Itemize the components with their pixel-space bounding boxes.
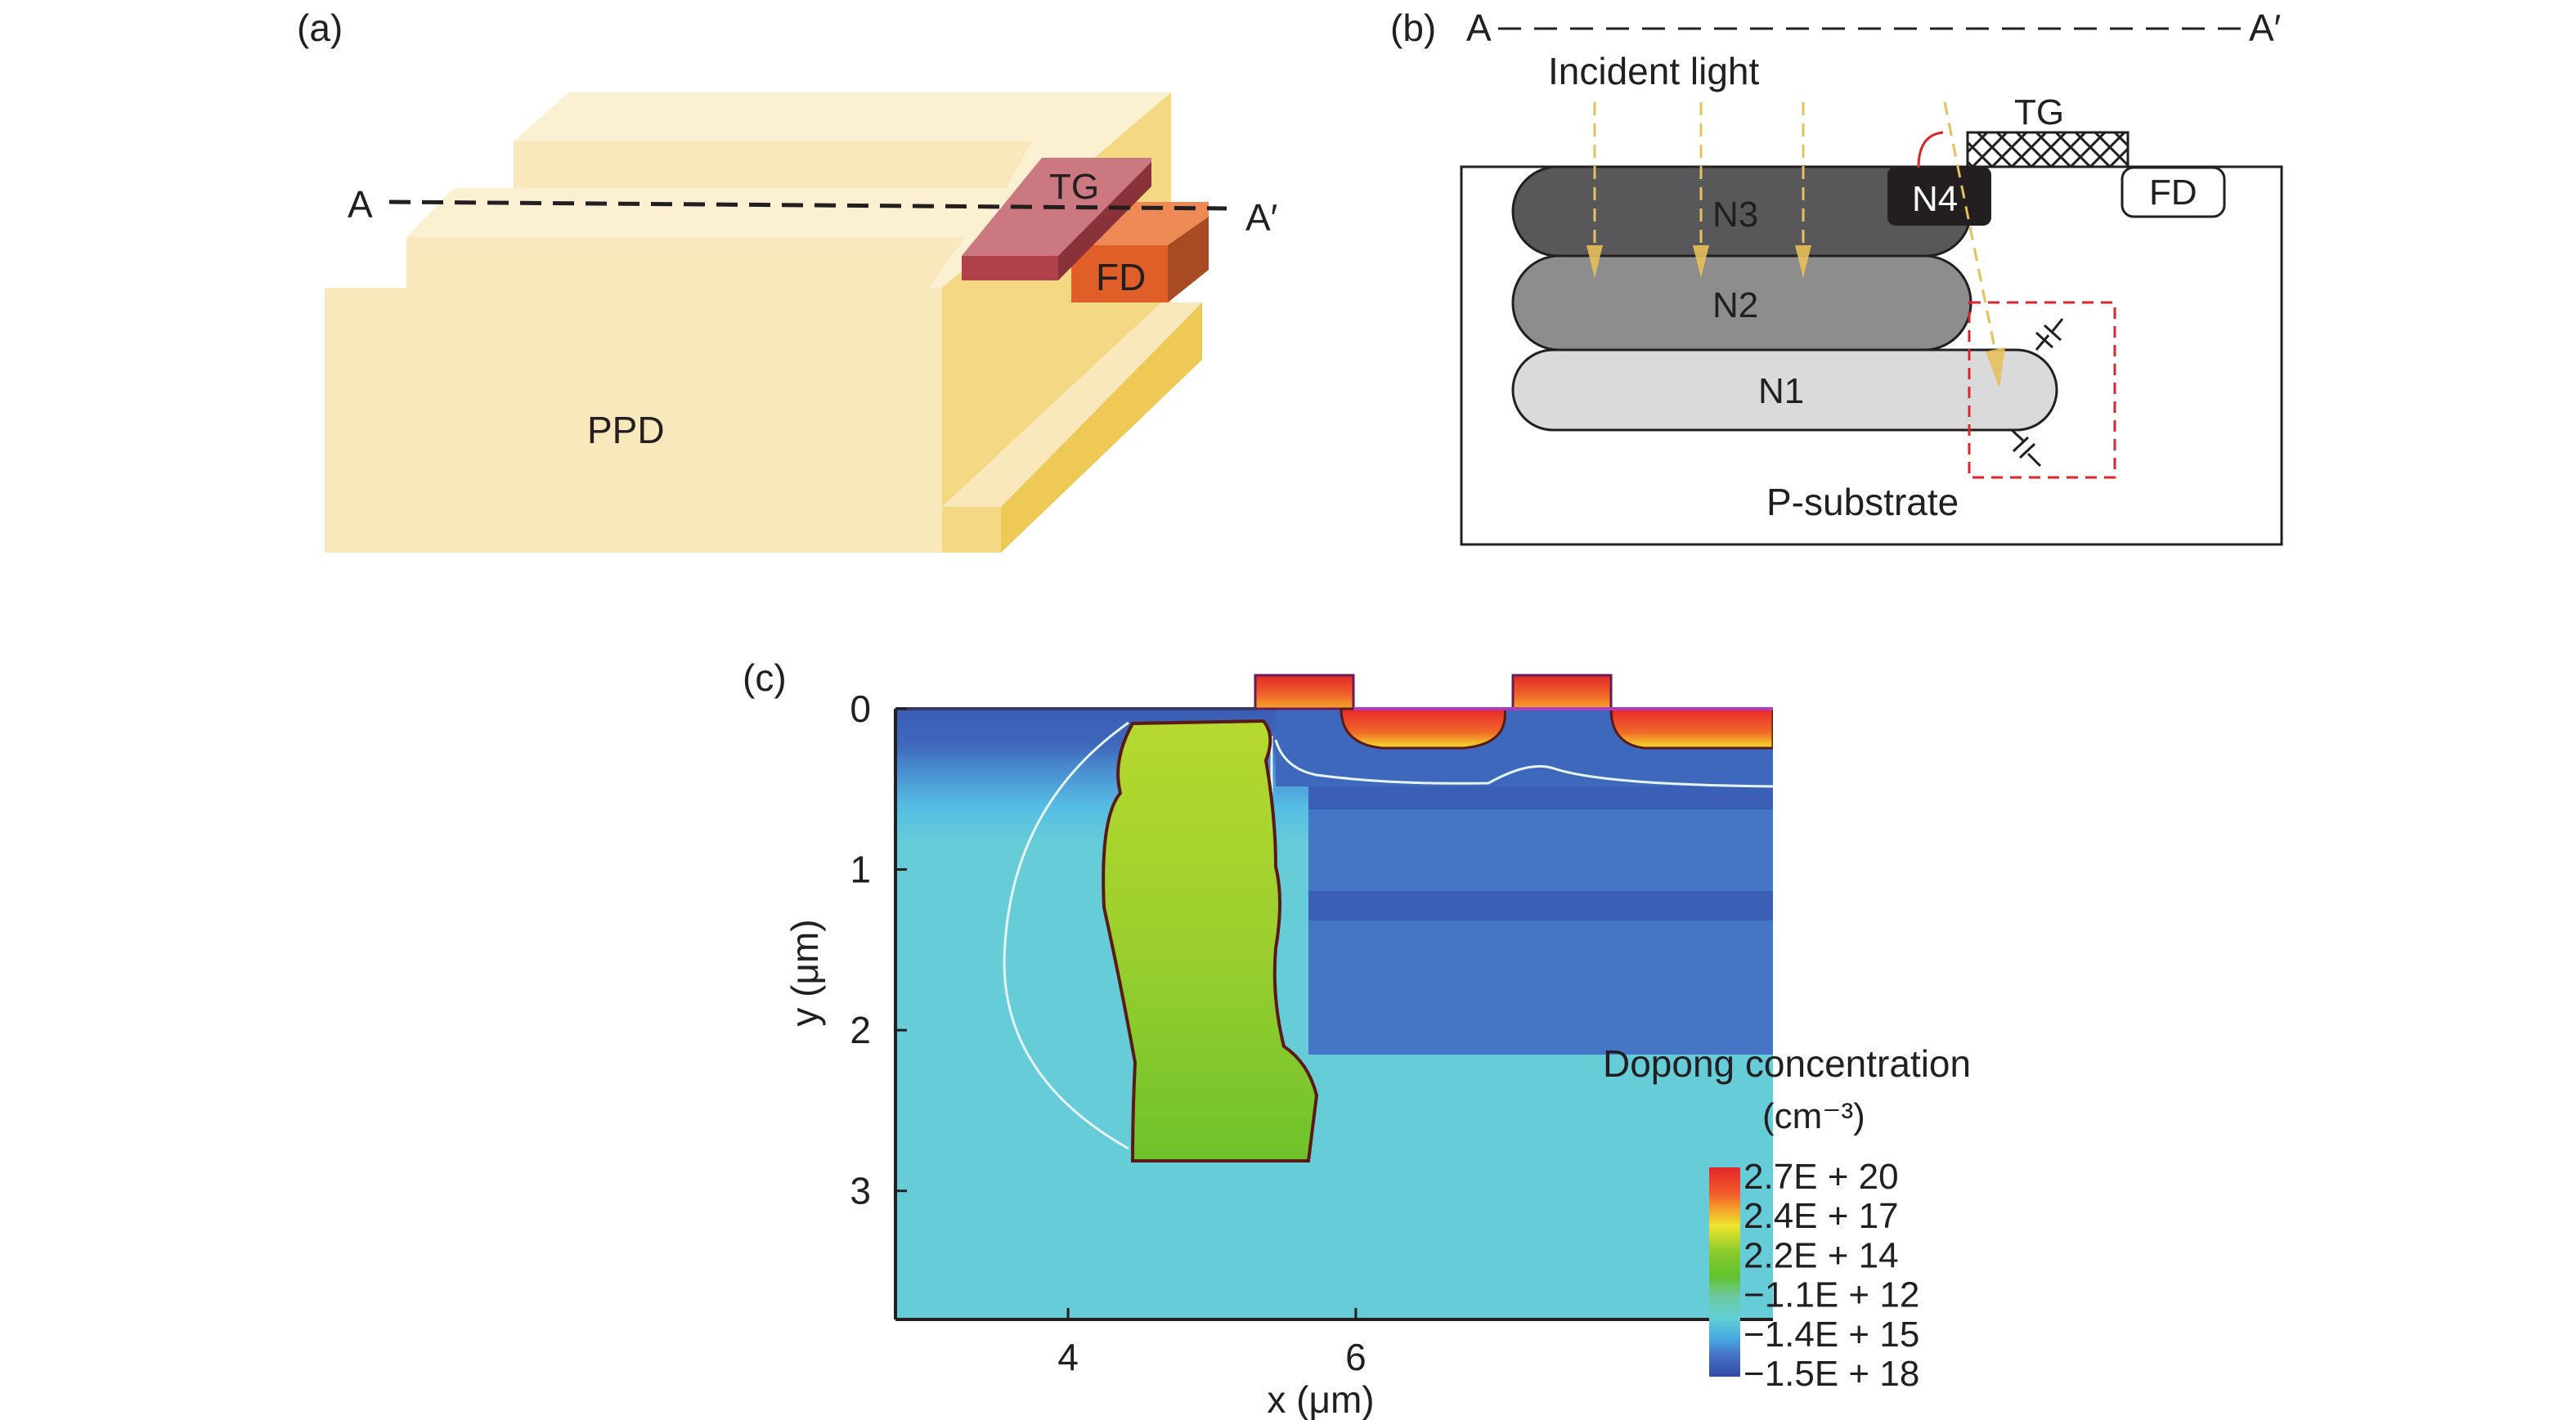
arrow-head-2 — [1693, 245, 1709, 278]
tg-side — [1058, 162, 1151, 280]
n3-label: N3 — [1712, 195, 1758, 235]
colorbar-title: Dopong concentration — [1603, 1042, 1971, 1085]
substrate-label: P-substrate — [1766, 481, 1959, 523]
panel-a-label: (a) — [297, 7, 343, 49]
y-tick-label: 3 — [850, 1170, 871, 1212]
x-tick-label: 6 — [1345, 1336, 1367, 1378]
panel-a: (a) PPD FD TG A A′ — [297, 7, 1277, 553]
region-nwell-column — [1102, 719, 1319, 1162]
section-start-label: A — [348, 183, 373, 226]
colorbar-tick-label: −1.5E + 18 — [1744, 1354, 1919, 1394]
ppd-rail-front — [942, 507, 1001, 553]
n4-label: N4 — [1912, 179, 1958, 219]
doping-heatmap — [895, 674, 1773, 1319]
gate-2 — [1511, 674, 1613, 710]
section-start-label-b: A — [1466, 7, 1492, 49]
y-axis-label: y (μm) — [783, 919, 826, 1026]
light-arrows — [1586, 101, 2005, 388]
capacitor-icon-upper — [2035, 318, 2064, 351]
colorbar-tick-label: 2.7E + 20 — [1744, 1157, 1899, 1197]
arrow-head-4 — [1986, 347, 2005, 388]
tg-label: TG — [1049, 167, 1099, 207]
axis-ticks: 4 6 0 1 2 3 — [850, 688, 1366, 1378]
colorbar-tick-label: 2.2E + 14 — [1744, 1235, 1899, 1275]
parasitic-region-box — [1968, 301, 2116, 479]
colorbar-unit: (cm⁻³) — [1762, 1096, 1865, 1136]
x-tick-label: 4 — [1057, 1336, 1079, 1378]
panel-b-label: (b) — [1390, 7, 1436, 49]
y-tick-label: 0 — [850, 688, 871, 730]
ppd-main-front — [325, 288, 942, 553]
incident-light-label: Incident light — [1548, 50, 1759, 92]
colorbar-ticks: 2.7E + 202.4E + 172.2E + 14−1.1E + 12−1.… — [1744, 1157, 1919, 1394]
tg-front — [962, 256, 1058, 280]
section-end-label: A′ — [1245, 196, 1277, 239]
ppd-mid-finger-front — [406, 237, 965, 294]
colorbar-tick-label: −1.1E + 12 — [1744, 1275, 1919, 1315]
fd-front — [1071, 245, 1168, 302]
n-plus-diffusion-2 — [1609, 707, 1773, 750]
isolation-band-1 — [1308, 891, 1773, 921]
junction-line-right — [1274, 739, 1773, 788]
n2-label: N2 — [1712, 285, 1758, 325]
gate-1 — [1254, 674, 1355, 710]
capacitor-icon-lower — [2010, 428, 2042, 468]
colorbar-tick-label: 2.4E + 17 — [1744, 1196, 1899, 1236]
panel-c-label: (c) — [743, 656, 787, 699]
ppd-label: PPD — [587, 409, 665, 451]
fd-label: FD — [1096, 256, 1146, 298]
fd-label-b: FD — [2149, 172, 2197, 213]
fd-region-b — [2120, 166, 2226, 218]
fd-side — [1168, 217, 1209, 302]
ppd-rail-top — [942, 302, 1202, 507]
colorbar-tick-label: −1.4E + 15 — [1744, 1315, 1919, 1355]
tg-label-b: TG — [2014, 92, 2064, 132]
x-axis-label: x (μm) — [1267, 1378, 1374, 1420]
junction-line-left — [1003, 721, 1129, 1150]
arrow-head-3 — [1795, 245, 1811, 278]
tg-gate-b — [1966, 131, 2129, 168]
y-tick-label: 2 — [850, 1009, 871, 1051]
arrow-head-1 — [1586, 245, 1603, 278]
y-tick-label: 1 — [850, 849, 871, 891]
section-end-label-b: A′ — [2249, 7, 2281, 49]
panel-b: (b) A A′ Incident light N1 N2 N3 N4 TG F… — [1390, 7, 2283, 546]
red-arc — [1917, 131, 1944, 168]
colorbar — [1709, 1167, 1740, 1377]
section-line-a — [388, 199, 1227, 211]
ppd-rail-side — [1001, 302, 1202, 553]
n1-label: N1 — [1758, 371, 1804, 411]
region-n4 — [1887, 167, 1991, 226]
n-plus-diffusion-1 — [1340, 707, 1506, 750]
ppd-main-top — [325, 92, 1171, 327]
ppd-mid-bevel — [406, 188, 454, 237]
isolation-band-2 — [1308, 785, 1773, 809]
